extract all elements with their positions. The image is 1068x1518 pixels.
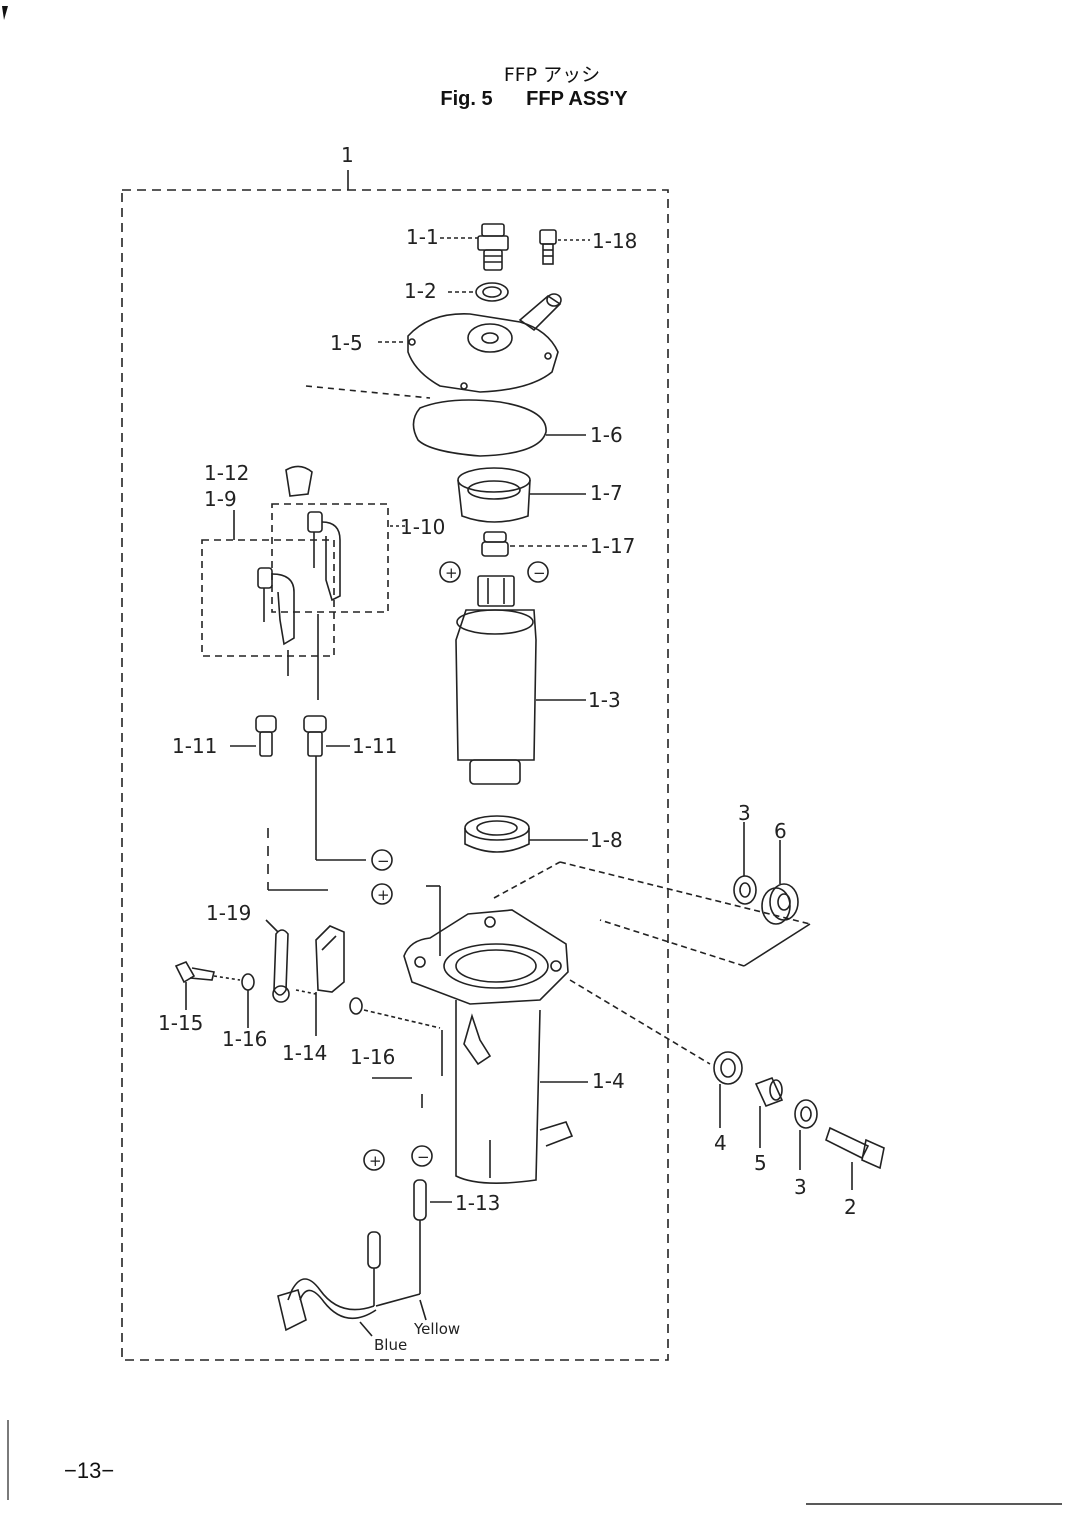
part-terminal-1-19 xyxy=(265,919,290,1003)
part-gasket-1-6 xyxy=(412,399,586,457)
callout-3-bottom: 3 xyxy=(794,1175,807,1199)
callout-labels: 1 1-1 1-18 1-2 1-5 1-6 1-12 1-9 1-10 1-7… xyxy=(158,143,857,1354)
wire-label-yellow: Yellow xyxy=(413,1320,460,1338)
polarity-plus-pump: + xyxy=(445,564,458,582)
callout-1-16-right: 1-16 xyxy=(350,1045,395,1069)
callout-1-4: 1-4 xyxy=(592,1069,625,1093)
callout-1-1: 1-1 xyxy=(406,225,439,249)
part-collar-4 xyxy=(713,1051,743,1128)
part-housing-1-4 xyxy=(403,909,588,1184)
part-filter-1-17 xyxy=(481,531,588,557)
part-screw-1-15 xyxy=(174,960,215,1010)
polarity-plus-harness: + xyxy=(369,1152,382,1170)
callout-1-19: 1-19 xyxy=(206,901,251,925)
callout-1-3: 1-3 xyxy=(588,688,621,712)
callout-3-top: 3 xyxy=(738,801,751,825)
callout-1-5: 1-5 xyxy=(330,331,363,355)
callout-1-13: 1-13 xyxy=(455,1191,500,1215)
callout-1-2: 1-2 xyxy=(404,279,437,303)
wire-label-blue: Blue xyxy=(374,1336,407,1354)
callout-1-18: 1-18 xyxy=(592,229,637,253)
part-pump-1-3 xyxy=(455,575,586,785)
callout-6: 6 xyxy=(774,819,787,843)
pump-terminal-polarity xyxy=(439,561,549,583)
part-harness-1-13 xyxy=(277,1179,452,1337)
callout-1-7: 1-7 xyxy=(590,481,623,505)
part-bushing-1-8 xyxy=(464,815,588,853)
figure-number: Fig. 5 xyxy=(440,88,493,110)
title-english: Fig. 5 FFP ASS'Y xyxy=(0,88,1068,111)
callout-1-17: 1-17 xyxy=(590,534,635,558)
polarity-minus-mid: − xyxy=(377,852,390,870)
callout-2: 2 xyxy=(844,1195,857,1219)
callout-1-9: 1-9 xyxy=(204,487,237,511)
mounting-linkage-lines xyxy=(493,861,811,1065)
callout-1-14: 1-14 xyxy=(282,1041,327,1065)
part-grommets-1-11 xyxy=(230,715,366,861)
callout-1-10: 1-10 xyxy=(400,515,445,539)
title-japanese: FFP アッシ xyxy=(503,64,601,86)
assembly-boundary xyxy=(121,170,669,1361)
part-retainer-1-7 xyxy=(457,467,586,523)
part-terminal-group-1-9 xyxy=(201,465,406,700)
callout-1-8: 1-8 xyxy=(590,828,623,852)
corner-mark xyxy=(2,6,8,20)
polarity-minus-pump: − xyxy=(533,564,546,582)
harness-polarity-marks xyxy=(363,1145,433,1171)
callout-assembly: 1 xyxy=(341,143,354,167)
callout-1-6: 1-6 xyxy=(590,423,623,447)
part-bolt-2 xyxy=(825,1126,885,1190)
callout-5: 5 xyxy=(754,1151,767,1175)
part-washer-1-16-left xyxy=(213,973,255,1028)
polarity-plus-mid: + xyxy=(377,886,390,904)
part-washer-3-bottom xyxy=(794,1099,818,1170)
part-washer-3-top xyxy=(733,822,757,905)
part-oring-1-2 xyxy=(448,282,509,302)
callout-1-11-right: 1-11 xyxy=(352,734,397,758)
callout-1-15: 1-15 xyxy=(158,1011,203,1035)
housing-polarity-marks xyxy=(267,828,441,956)
part-washer-1-16-right xyxy=(349,997,443,1108)
part-connector-1-14 xyxy=(295,925,345,1036)
polarity-minus-harness: − xyxy=(417,1148,430,1166)
page-number: −13− xyxy=(64,1458,115,1483)
callout-4: 4 xyxy=(714,1131,727,1155)
part-spacer-5 xyxy=(754,1076,784,1148)
callout-1-16-left: 1-16 xyxy=(222,1027,267,1051)
assembly-name: FFP ASS'Y xyxy=(526,88,628,110)
part-cover-1-5 xyxy=(305,293,562,399)
callout-1-12: 1-12 xyxy=(204,461,249,485)
part-grommet-6 xyxy=(761,840,799,925)
part-bolt-1-18 xyxy=(539,229,590,265)
part-fitting-1-1 xyxy=(440,223,509,271)
callout-1-11-left: 1-11 xyxy=(172,734,217,758)
